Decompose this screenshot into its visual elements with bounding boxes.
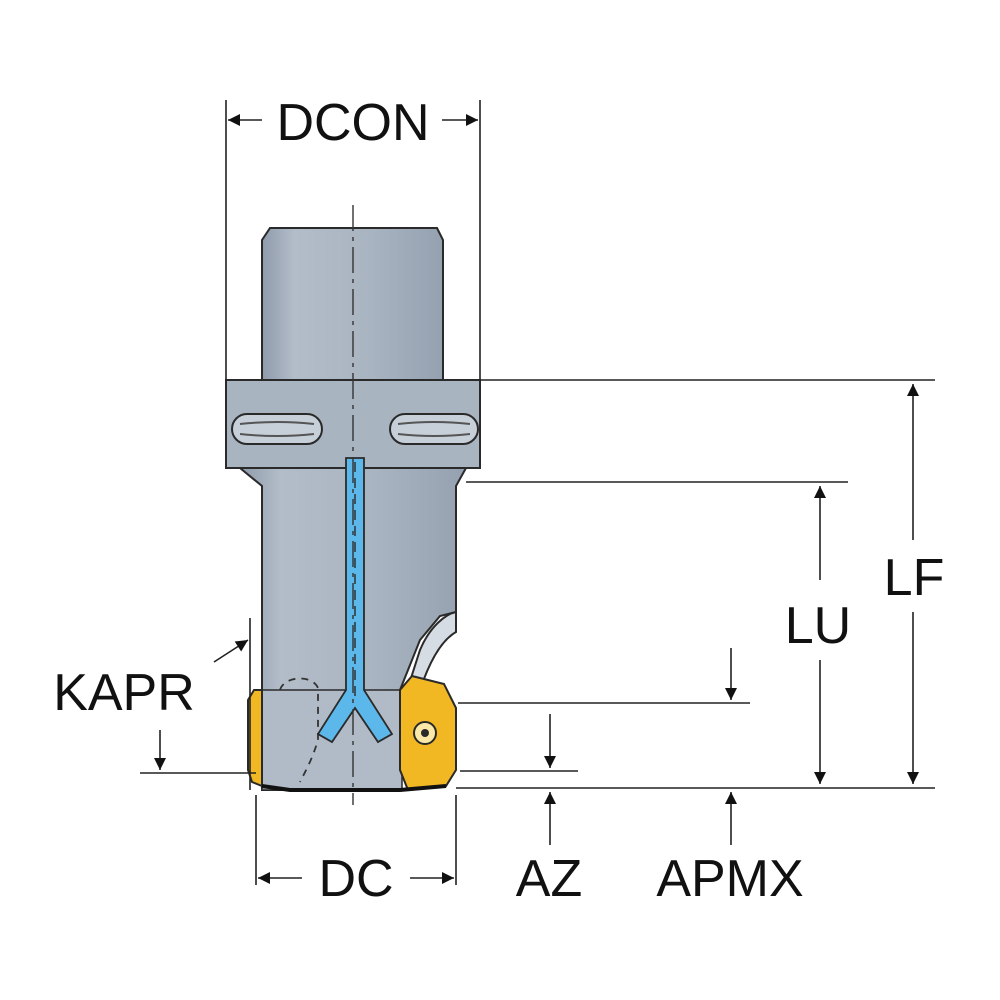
coolant-channel <box>316 457 394 744</box>
dim-lu: LU <box>466 481 851 784</box>
apmx-label: APMX <box>656 850 803 908</box>
dim-az: AZ <box>460 714 582 908</box>
dim-dcon: DCON <box>225 94 481 380</box>
hidden-pocket-outline <box>279 677 319 783</box>
dc-label: DC <box>318 850 393 908</box>
lf-label: LF <box>884 549 945 607</box>
tool-base-edge <box>261 784 447 792</box>
dim-kapr: KAPR <box>53 618 256 790</box>
kapr-label: KAPR <box>53 664 195 722</box>
dcon-label: DCON <box>276 94 429 152</box>
dim-apmx: APMX <box>458 648 804 908</box>
insert-right <box>399 674 457 792</box>
az-label: AZ <box>516 850 582 908</box>
lu-label: LU <box>785 597 851 655</box>
flange-slot-right <box>389 413 479 445</box>
dim-dc: DC <box>255 795 457 908</box>
flange-slot-left <box>231 413 323 445</box>
dim-lf: LF <box>456 379 945 789</box>
